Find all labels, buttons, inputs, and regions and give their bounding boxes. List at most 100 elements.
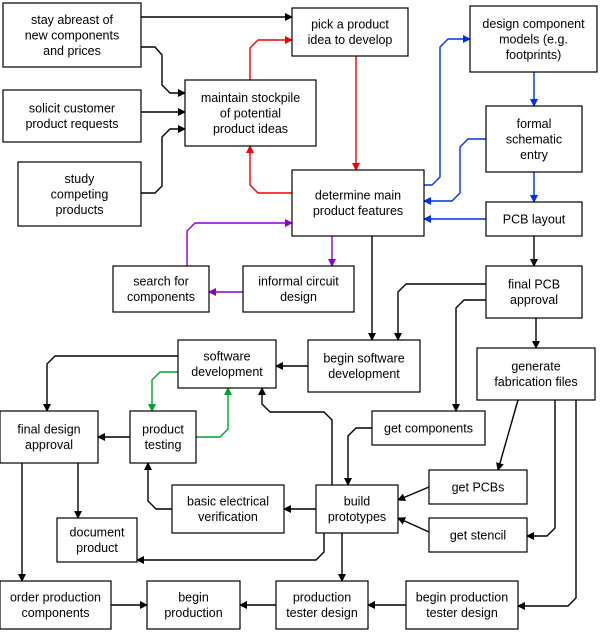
node-label-line: new components [25,28,120,42]
node-label-line: footprints) [506,48,562,62]
node-box [469,5,598,73]
node-box [184,79,317,147]
node-box [315,484,399,534]
edge-gen-fab-files-to-begin-production-tester [517,400,577,610]
node-box [0,410,99,464]
node-label-line: begin [178,591,209,605]
edge-schematic-entry-to-determine-features [423,138,486,205]
node-label-line: product [76,541,118,555]
node-pcb-layout: PCB layout [485,201,583,237]
node-label-line: formal [517,117,552,131]
node-label-line: search for [133,275,189,289]
edge-basic-electrical-to-product-testing [144,462,172,510]
edge-final-pcb-approval-to-get-components [452,299,486,412]
node-box [17,161,142,227]
node-label-line: design component [482,17,585,31]
node-label-line: verification [198,510,258,524]
node-label-line: pick a product [311,18,389,32]
node-label-line: production [293,591,351,605]
node-label-line: basic electrical [187,495,269,509]
node-label-line: final design [17,423,80,437]
node-label-line: of potential [220,106,281,120]
node-label-line: determine main [315,189,401,203]
node-box [2,89,142,143]
edge-determine-features-to-maintain-stockpile [246,145,292,194]
node-box [112,265,210,313]
node-get-stencil: get stencil [428,517,528,553]
node-label-line: products [56,203,104,217]
node-box [428,469,528,505]
node-label-line: get stencil [450,528,506,542]
edge-study-competing-to-maintain-stockpile [141,125,186,194]
node-box [177,339,277,389]
node-label-line: tester design [426,606,498,620]
node-label-line: approval [25,438,73,452]
node-box [476,347,596,401]
node-label-line: begin production [416,591,508,605]
node-label-line: design [280,290,317,304]
node-box [291,169,425,237]
node-label-line: competing [51,187,109,201]
edge-product-testing-to-software-dev [196,387,232,438]
node-label-line: prototypes [328,510,386,524]
node-box [275,580,369,630]
node-label-line: idea to develop [308,33,393,47]
node-label-line: components [21,606,89,620]
edge-maintain-stockpile-to-pick-idea [249,36,293,80]
node-label-line: product [142,423,184,437]
node-box [307,339,421,393]
edge-build-prototypes-to-document-product [136,533,325,564]
node-label-line: begin software [323,352,404,366]
node-box [129,410,197,464]
node-label-line: get PCBs [452,480,505,494]
node-get-components: get components [371,410,486,446]
node-label-line: development [191,365,263,379]
node-label-line: product ideas [213,122,288,136]
edge-software-dev-to-product-testing [148,371,190,412]
node-box [405,580,519,630]
node-box [0,580,112,630]
edge-software-dev-to-final-design-approval [43,355,178,412]
node-label-line: order production [10,591,101,605]
node-label-line: informal circuit [258,275,339,289]
edge-stay-abreast-to-maintain-stockpile [141,46,186,97]
node-label-line: tester design [286,606,358,620]
node-label-line: study [65,172,96,186]
node-box [242,265,355,313]
edge-final-pcb-approval-to-begin-software [394,283,486,341]
edge-build-prototypes-to-software-dev [258,387,333,485]
node-label-line: components [127,290,195,304]
node-label-line: schematic [506,132,562,146]
node-label-line: PCB layout [503,212,566,226]
edge-gen-fab-files-to-get-pcbs [496,399,519,471]
node-label-line: testing [145,438,182,452]
edges-layer [18,13,577,610]
node-box [485,265,583,319]
node-label-line: entry [520,148,549,162]
node-box [371,410,486,446]
node-box [56,517,138,563]
node-box [291,7,409,57]
node-label-line: approval [510,293,558,307]
node-label-line: production [164,606,222,620]
node-get-pcbs: get PCBs [428,469,528,505]
